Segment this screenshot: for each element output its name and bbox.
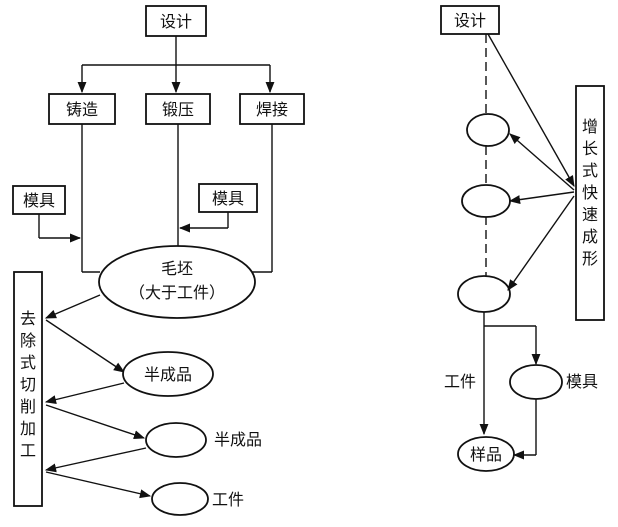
svg-text:去: 去: [20, 309, 36, 328]
sample-label: 样品: [470, 445, 502, 464]
subtractive-machining-label: 去 除 式 切 削 加 工: [20, 309, 36, 460]
svg-text:成: 成: [582, 227, 598, 246]
mold-label-right-diagram: 模具: [566, 372, 598, 391]
workpiece-label-left: 工件: [212, 490, 244, 509]
stage-ellipse-1: [466, 113, 510, 147]
mold-label-left: 模具: [23, 191, 55, 210]
semi-finished-ellipse-2: [145, 422, 207, 458]
svg-text:增: 增: [582, 117, 598, 136]
casting-label: 铸造: [66, 100, 98, 119]
svg-text:快: 快: [582, 183, 598, 202]
svg-text:式: 式: [20, 353, 36, 372]
svg-text:形: 形: [582, 249, 598, 268]
svg-text:速: 速: [582, 205, 598, 224]
workpiece-ellipse-left: [151, 482, 209, 516]
svg-text:切: 切: [20, 375, 36, 394]
left-diagram: 设计 铸造 锻压 焊接 模具 模具 毛坯 （大于工件）: [12, 5, 305, 516]
forging-box: [145, 93, 211, 125]
additive-rapid-forming-label: 增 长 式 快 速 成 形: [582, 117, 598, 268]
right-diagram: 设计 增 长 式 快 速 成 形 模具 工件: [440, 5, 605, 472]
semi-finished-label-1: 半成品: [144, 365, 192, 384]
mold-box-left: [12, 185, 66, 215]
stage-ellipse-3: [457, 275, 511, 313]
svg-text:长: 长: [582, 139, 598, 158]
design-box-right: [440, 5, 500, 35]
welding-label: 焊接: [256, 100, 288, 119]
svg-text:削: 削: [20, 397, 36, 416]
svg-text:除: 除: [20, 331, 36, 350]
semi-finished-ellipse-1: [122, 351, 214, 397]
subtractive-machining-box: [13, 271, 43, 507]
stage-ellipse-2: [461, 184, 511, 218]
design-label-right: 设计: [454, 11, 486, 30]
workpiece-label-right: 工件: [444, 372, 476, 391]
blank-label: 毛坯: [161, 259, 193, 278]
design-label-left: 设计: [160, 12, 192, 31]
mold-ellipse-right: [509, 364, 563, 400]
blank-sublabel: （大于工件）: [129, 283, 225, 302]
svg-text:式: 式: [582, 161, 598, 180]
forging-label: 锻压: [162, 100, 194, 119]
svg-text:加: 加: [20, 419, 36, 438]
sample-ellipse: [457, 436, 515, 472]
mold-label-right: 模具: [212, 189, 244, 208]
svg-text:工: 工: [20, 441, 36, 460]
welding-box: [239, 93, 305, 125]
semi-finished-label-2: 半成品: [214, 430, 262, 449]
blank-ellipse: [98, 245, 256, 319]
additive-rapid-forming-box: [575, 85, 605, 321]
